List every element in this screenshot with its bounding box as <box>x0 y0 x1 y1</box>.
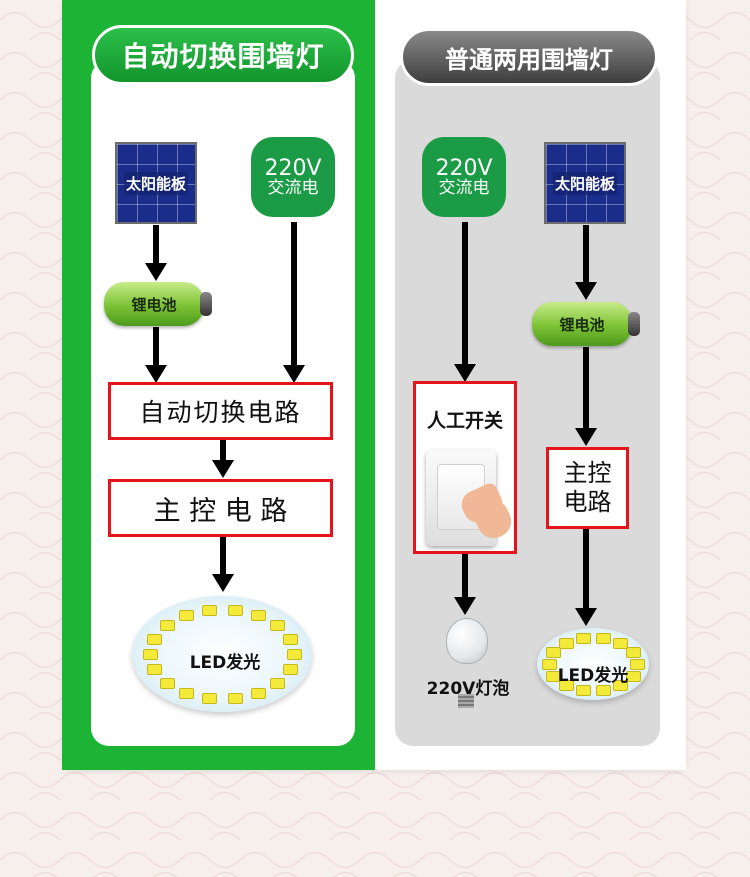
left-arrowhead-led <box>212 574 234 592</box>
led-chip <box>282 633 298 645</box>
led-chip <box>542 659 557 670</box>
bulb-base <box>458 694 474 708</box>
led-chip <box>159 620 175 632</box>
right-bulb-label: 220V灯泡 <box>426 679 510 699</box>
right-arrowhead-led <box>575 608 597 626</box>
led-chip <box>282 664 298 676</box>
led-chip <box>558 680 574 692</box>
left-arrow-switch-main <box>220 440 226 464</box>
right-manual-switch-label: 人工开关 <box>426 410 503 432</box>
left-arrow-main-led <box>220 537 226 577</box>
right-ac-voltage: 220V <box>435 155 493 181</box>
left-solar-label: 太阳能板 <box>123 171 188 195</box>
right-led-disc <box>537 628 649 700</box>
left-arrowhead-switch-2 <box>283 365 305 383</box>
left-arrowhead-switch-1 <box>145 365 167 383</box>
right-arrow-solar-battery <box>583 225 589 285</box>
right-ac-type: 交流电 <box>438 177 490 198</box>
right-ac-source: 220V 交流电 <box>422 137 506 217</box>
led-chip <box>576 685 592 697</box>
led-chip <box>625 647 641 659</box>
led-chip <box>625 670 641 682</box>
right-solar-panel: 太阳能板 <box>544 142 626 224</box>
led-chip <box>595 632 611 644</box>
led-chip <box>613 637 629 649</box>
led-chip <box>558 637 574 649</box>
led-chip <box>270 620 286 632</box>
left-arrowhead-main <box>212 460 234 478</box>
led-chip <box>595 685 611 697</box>
led-chip <box>202 605 218 617</box>
right-arrow-battery-main <box>583 347 589 429</box>
led-chip <box>179 687 194 699</box>
left-arrow-solar-battery <box>153 225 159 267</box>
led-chip <box>179 610 194 622</box>
right-arrow-ac-switch <box>462 222 468 368</box>
led-chip <box>287 649 302 660</box>
led-chip <box>251 687 266 699</box>
right-arrow-switch-bulb <box>462 554 468 600</box>
left-battery: 锂电池 <box>104 282 212 326</box>
led-chip <box>576 632 592 644</box>
left-solar-panel: 太阳能板 <box>115 142 197 224</box>
led-chip <box>546 647 562 659</box>
left-arrow-ac-switch <box>291 222 297 369</box>
right-arrow-main-led <box>583 529 589 611</box>
left-auto-switch-circuit: 自动切换电路 <box>108 382 333 440</box>
led-chip <box>147 664 163 676</box>
led-chip <box>270 677 286 689</box>
left-arrow-battery-switch <box>153 327 159 369</box>
led-chip <box>630 659 645 670</box>
left-title: 自动切换围墙灯 <box>92 25 354 85</box>
left-ac-voltage: 220V <box>264 155 322 181</box>
left-arrowhead-battery <box>145 263 167 281</box>
led-chip <box>251 610 266 622</box>
right-arrowhead-switch <box>454 364 476 382</box>
right-battery: 锂电池 <box>532 302 640 346</box>
right-title: 普通两用围墙灯 <box>400 28 658 86</box>
right-main-circuit-line2: 电路 <box>563 488 612 516</box>
right-main-control-circuit: 主控 电路 <box>546 447 629 529</box>
led-chip <box>202 692 218 704</box>
left-led-disc <box>132 596 312 712</box>
right-arrowhead-battery <box>575 282 597 300</box>
left-ac-type: 交流电 <box>267 177 319 198</box>
right-arrowhead-bulb <box>454 597 476 615</box>
left-led-label: LED发光 <box>189 653 261 673</box>
left-main-control-circuit: 主 控 电 路 <box>108 479 333 537</box>
right-solar-label: 太阳能板 <box>552 171 617 195</box>
light-bulb-icon <box>446 618 488 664</box>
led-chip <box>159 677 175 689</box>
right-main-circuit-line1: 主控 <box>563 459 612 488</box>
led-chip <box>227 692 243 704</box>
led-chip <box>227 605 243 617</box>
left-ac-source: 220V 交流电 <box>251 137 335 217</box>
led-chip <box>143 649 158 660</box>
led-chip <box>147 633 163 645</box>
led-chip <box>546 670 562 682</box>
led-chip <box>613 680 629 692</box>
right-arrowhead-main <box>575 428 597 446</box>
right-led-label: LED发光 <box>557 666 629 686</box>
